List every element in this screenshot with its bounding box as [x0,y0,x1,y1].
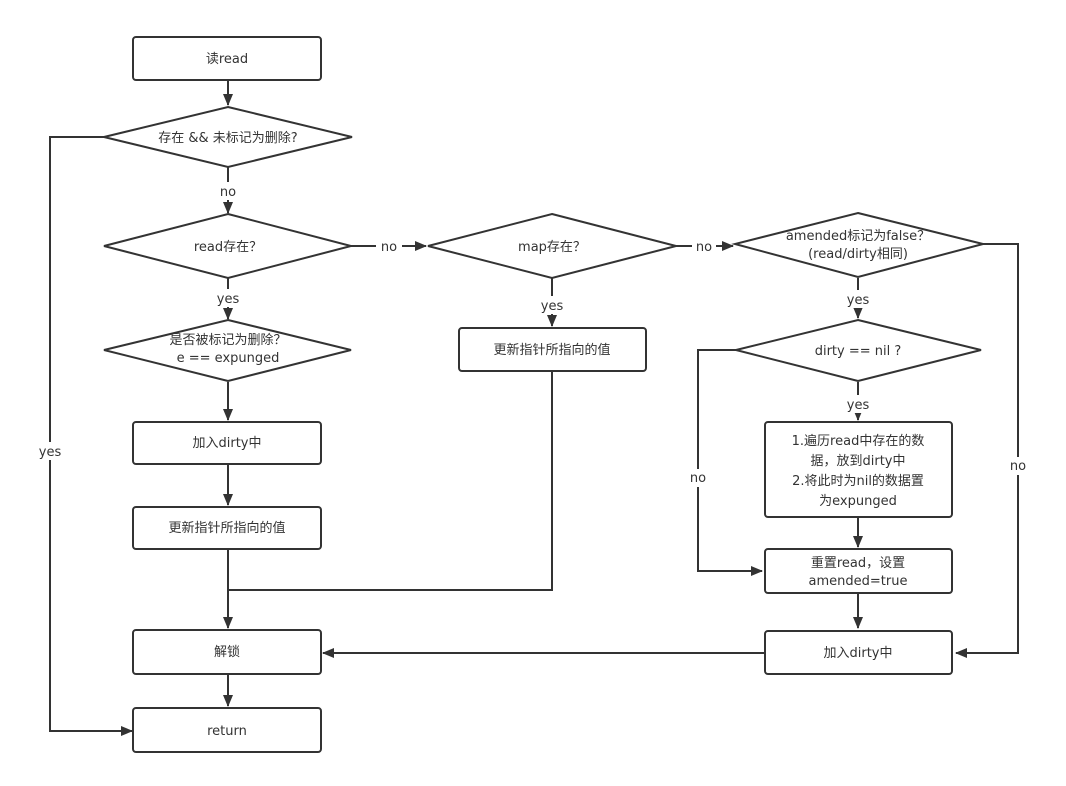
unlock-label: 解锁 [214,644,240,660]
traverse-box [764,421,953,518]
edge-label-yes-2: yes [541,299,564,314]
label-bg-yes-2 [535,296,569,314]
dirty-nil-diamond [735,318,982,383]
amended-false-label-2: (read/dirty相同) [808,247,908,262]
read-box [132,36,322,81]
edge-label-no-2: no [381,240,397,255]
map-exists-diamond [427,212,677,280]
read-box-label: 读read [206,52,248,67]
edge-label-yes-4: yes [847,398,870,413]
edge-label-yes-3: yes [847,293,870,308]
return-box [132,707,322,753]
label-bg-no-3 [692,238,716,256]
label-bg-yes-4 [841,395,875,413]
update-ptr-mid-label: 更新指针所指向的值 [493,342,610,358]
edge-midupdate-to-merge [228,371,553,591]
edge-dirtynil-no-reset [697,349,763,576]
edge-check-yes-return [49,136,133,736]
update-ptr-left-label: 更新指针所指向的值 [168,520,285,536]
label-bg-yes-1 [211,289,245,307]
label-bg-no-2 [376,238,402,256]
add-dirty-right-box [764,630,953,675]
traverse-label-2: 据，放到dirty中 [811,454,906,469]
add-dirty-left-label: 加入dirty中 [193,436,262,451]
label-bg-yes-left [36,442,64,460]
add-dirty-right-label: 加入dirty中 [824,646,893,661]
update-ptr-mid-box [458,327,647,372]
edge-label-no-4: no [690,471,706,486]
label-bg-no-1 [212,182,244,200]
edge-label-no-3: no [696,240,712,255]
reset-read-label-1: 重置read，设置 [811,555,905,571]
check-exists-diamond [103,105,353,169]
read-exists-label: read存在？ [194,240,262,255]
is-expunged-diamond [103,318,352,383]
amended-false-diamond [731,211,984,279]
return-label: return [207,724,247,739]
edge-label-no-5: no [1010,459,1026,474]
reset-read-box [764,548,953,594]
dirty-nil-label: dirty == nil ? [815,344,902,359]
reset-read-label-2: amended=true [809,574,908,589]
traverse-label-3: 2.将此时为nil的数据置 [792,473,924,489]
is-expunged-label-2: e == expunged [177,351,280,366]
edge-label-yes-left: yes [39,445,62,460]
unlock-box [132,629,322,675]
read-exists-diamond [103,212,355,280]
traverse-label-4: 为expunged [819,494,897,509]
update-ptr-left-box [132,506,322,550]
is-expunged-label-1: 是否被标记为删除？ [169,333,286,348]
label-bg-no-4 [686,469,710,487]
traverse-label-1: 1.遍历read中存在的数 [792,433,925,449]
check-exists-label: 存在 && 未标记为删除? [158,131,297,146]
edge-amended-no-adddirty [955,243,1019,658]
amended-false-label-1: amended标记为false？ [786,229,930,244]
edge-label-yes-1: yes [217,292,240,307]
map-exists-label: map存在？ [518,240,586,255]
add-dirty-left-box [132,421,322,465]
edge-label-no-1: no [220,185,236,200]
label-bg-yes-3 [841,290,875,308]
label-bg-no-5 [1006,457,1030,475]
